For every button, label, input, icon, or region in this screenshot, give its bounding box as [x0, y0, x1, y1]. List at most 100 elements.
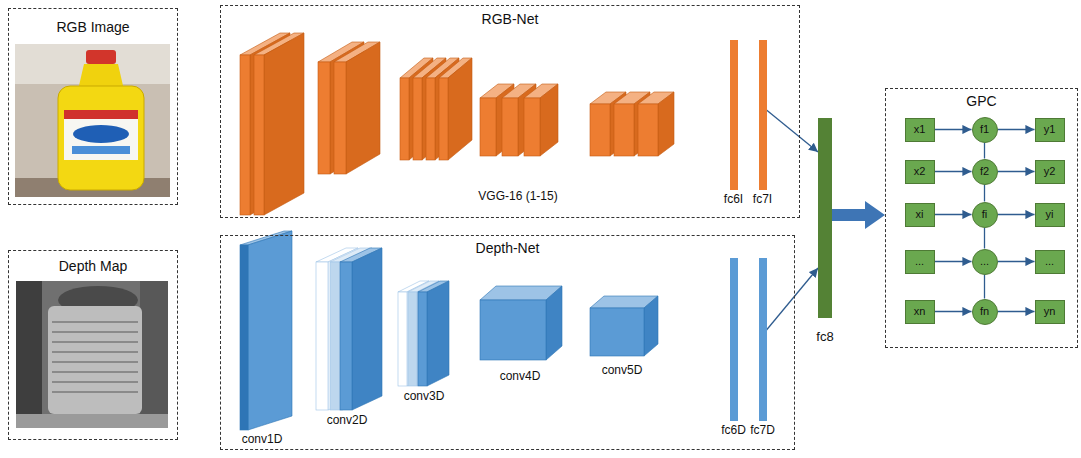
variable-label: xi: [916, 208, 924, 221]
depth-floor: [16, 414, 168, 428]
variable-label: yi: [1046, 208, 1054, 221]
connector-line: [998, 129, 1035, 130]
variable-box: yn: [1035, 300, 1065, 324]
block-front: [408, 292, 417, 386]
block-side: [352, 248, 382, 410]
layer-block: [439, 58, 472, 160]
depth-photo: [16, 281, 168, 428]
bottle-body: [58, 86, 144, 190]
panel-title: RGB Image: [9, 9, 177, 35]
connector-line: [998, 171, 1035, 172]
layer-bar: fc7I: [759, 40, 767, 190]
block-front: [413, 78, 422, 160]
layer-bar: fc6D: [730, 258, 738, 421]
block-side: [644, 296, 658, 356]
block-front: [614, 104, 634, 156]
block-side: [264, 33, 304, 215]
arrow-shaft: [832, 209, 865, 221]
panel-title: GPC: [886, 89, 1077, 109]
layer-block: [254, 33, 304, 215]
variable-label: f2: [980, 165, 989, 178]
block-side: [427, 281, 449, 386]
connector: [984, 143, 985, 159]
variable-label: y2: [1044, 165, 1056, 178]
depth-stripes: [52, 322, 138, 392]
block-front: [590, 104, 610, 156]
layer-block: [524, 84, 558, 156]
photo-background: [15, 44, 170, 197]
block-front: [398, 292, 407, 386]
variable-label: fi: [982, 208, 988, 221]
depth-shadow: [140, 281, 168, 428]
circle-shape: [972, 202, 997, 227]
connector-line: [998, 261, 1035, 262]
layer-block: [590, 296, 658, 356]
block-front: [240, 245, 248, 430]
connector-line: [767, 268, 819, 330]
variable-label: y1: [1044, 123, 1056, 136]
variable-label: x2: [914, 165, 926, 178]
variable-box: y1: [1035, 118, 1065, 142]
layer-bar: fc6I: [730, 40, 738, 190]
connector-line: [998, 311, 1035, 312]
dashed-panel: Depth-Netfc6Dfc7D: [220, 235, 795, 450]
panel-title: RGB-Net: [221, 6, 799, 27]
block-front: [439, 78, 448, 160]
block-side: [540, 84, 558, 156]
block-front: [316, 262, 328, 410]
connector: [935, 129, 972, 130]
connector: [767, 110, 819, 152]
dashed-panel: GPCx1f1y1x2f2y2xifiyi.........xnfnyn: [885, 88, 1078, 348]
bottle-label: [64, 110, 138, 160]
variable-box: xn: [905, 300, 935, 324]
block-front: [334, 62, 346, 174]
connector-line: [998, 214, 1035, 215]
variable-label: ...: [980, 255, 989, 268]
block-front: [240, 55, 250, 215]
block-front: [426, 78, 435, 160]
connector-line: [984, 275, 985, 299]
variable-box: yi: [1035, 203, 1065, 227]
connector-line: [935, 311, 972, 312]
connector: [998, 261, 1035, 262]
connector: [935, 171, 972, 172]
layer-block: [340, 248, 382, 410]
layer-label: conv5D: [602, 364, 643, 378]
connector: [935, 311, 972, 312]
connector-line: [935, 129, 972, 130]
depth-shadow: [16, 281, 42, 428]
layer-block: [240, 231, 292, 430]
layer-block: [480, 286, 562, 360]
block-side: [448, 58, 472, 160]
connector-line: [984, 185, 985, 202]
connector: [998, 214, 1035, 215]
circle-shape: [972, 299, 997, 324]
circle-shape: [972, 159, 997, 184]
layer-label: conv3D: [404, 390, 445, 404]
connector: [984, 275, 985, 299]
connector: [767, 268, 819, 330]
layer-block: [334, 42, 380, 174]
factor-circle: ...: [972, 249, 998, 275]
variable-label: fn: [980, 305, 989, 318]
connector: [998, 311, 1035, 312]
layer-label: conv4D: [500, 370, 541, 384]
variable-box: ...: [1035, 250, 1065, 274]
bottle-logo: [73, 125, 129, 143]
block-front: [638, 104, 658, 156]
block-front: [340, 262, 352, 410]
connector: [984, 228, 985, 249]
block-side: [407, 281, 429, 386]
layer-block: [398, 281, 429, 386]
block-front: [524, 98, 540, 156]
layer-label: fc6I: [724, 193, 743, 207]
rgb-photo: [15, 44, 170, 197]
variable-label: ...: [1045, 255, 1054, 268]
connector: [998, 171, 1035, 172]
layer-label: fc6D: [721, 424, 746, 438]
factor-circle: fi: [972, 202, 998, 228]
connector: [935, 214, 972, 215]
bottle-label-stripe: [72, 146, 130, 154]
